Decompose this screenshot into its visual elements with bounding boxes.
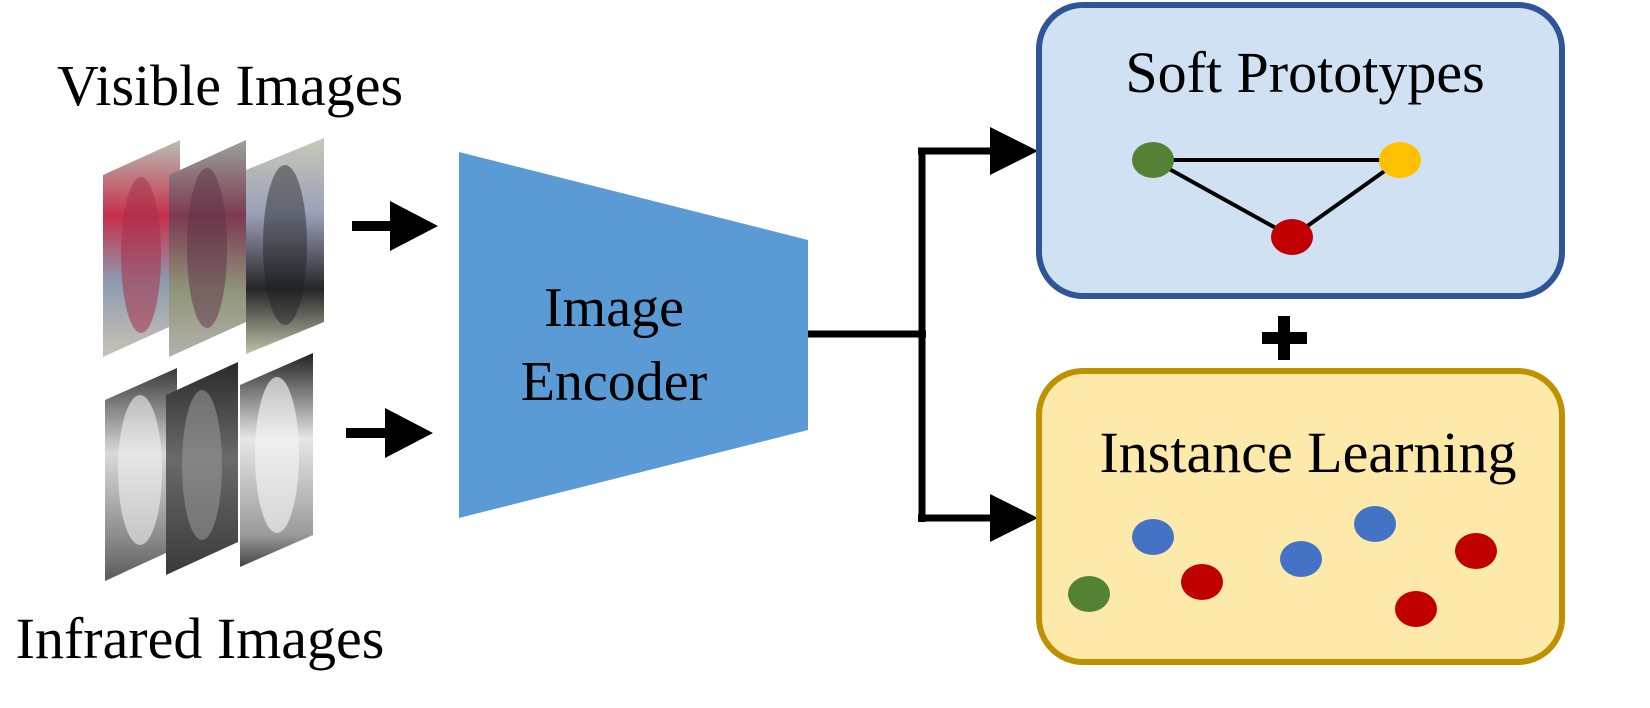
soft-prototype-graph bbox=[1132, 142, 1421, 255]
infrared-photo-2-figure bbox=[182, 390, 222, 540]
instance-dot-red bbox=[1455, 533, 1497, 569]
visible-images-label: Visible Images bbox=[57, 53, 403, 118]
prototype-node-green bbox=[1132, 142, 1174, 178]
infrared-images-label: Infrared Images bbox=[16, 606, 385, 671]
infrared-photo-1-figure bbox=[118, 395, 162, 545]
soft-prototypes-title: Soft Prototypes bbox=[1125, 40, 1484, 105]
instance-dot-blue bbox=[1132, 519, 1174, 555]
instance-learning-arrowhead bbox=[990, 494, 1038, 542]
prototype-node-red bbox=[1271, 219, 1313, 255]
prototype-node-yellow bbox=[1379, 142, 1421, 178]
edge-green-red bbox=[1152, 158, 1293, 239]
edge-yellow-red bbox=[1290, 158, 1402, 239]
encoder-label-line1: Image bbox=[544, 277, 684, 339]
visible-photo-3 bbox=[246, 138, 324, 354]
instance-dot-blue bbox=[1280, 541, 1322, 577]
infrared-photo-3-figure bbox=[255, 377, 299, 533]
soft-prototypes-box bbox=[1036, 2, 1565, 299]
visible-photo-1-figure bbox=[121, 177, 161, 333]
plus-sign bbox=[1262, 316, 1307, 360]
output-branch-connector bbox=[808, 147, 1000, 522]
instance-dot-red bbox=[1395, 591, 1437, 627]
visible-photo-3-figure bbox=[263, 165, 307, 325]
instance-dot-blue bbox=[1354, 506, 1396, 542]
encoder-label-line2: Encoder bbox=[521, 351, 708, 413]
instance-dot-green bbox=[1068, 576, 1110, 612]
visible-photo-2-figure bbox=[187, 168, 227, 328]
instance-learning-box bbox=[1036, 368, 1565, 665]
infrared-input-arrow bbox=[346, 408, 433, 458]
infrared-image-stack bbox=[105, 353, 313, 581]
soft-prototypes-arrowhead bbox=[990, 127, 1038, 175]
visible-image-stack bbox=[103, 138, 324, 357]
image-encoder-block bbox=[459, 152, 808, 518]
instance-learning-title: Instance Learning bbox=[1099, 420, 1516, 485]
instance-dots bbox=[1068, 506, 1497, 627]
visible-input-arrow bbox=[352, 201, 438, 251]
instance-dot-red bbox=[1181, 564, 1223, 600]
